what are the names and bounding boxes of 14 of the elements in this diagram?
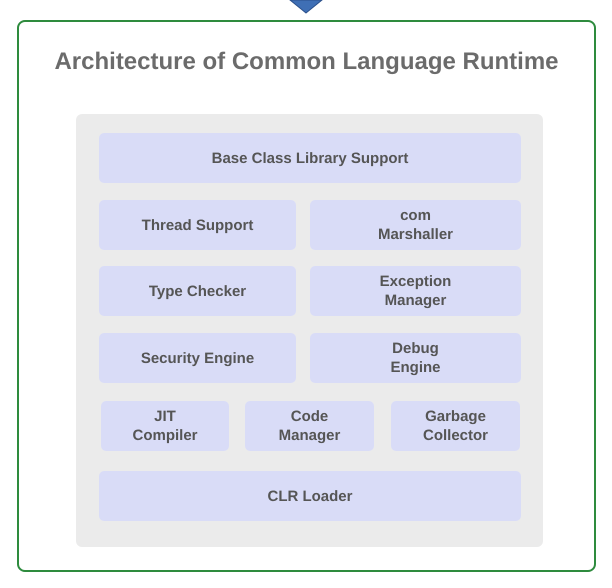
component-box: com Marshaller xyxy=(310,200,521,250)
diagram-title: Architecture of Common Language Runtime xyxy=(53,48,560,76)
component-box: Type Checker xyxy=(99,266,296,316)
component-box: Base Class Library Support xyxy=(99,133,521,183)
component-box: Garbage Collector xyxy=(391,401,520,451)
component-box: Exception Manager xyxy=(310,266,521,316)
component-box: Thread Support xyxy=(99,200,296,250)
component-box: Security Engine xyxy=(99,333,296,383)
card-background xyxy=(17,20,596,572)
component-box: Code Manager xyxy=(245,401,374,451)
component-box: JIT Compiler xyxy=(101,401,229,451)
component-box: CLR Loader xyxy=(99,471,521,521)
panel-background xyxy=(76,114,543,547)
component-box: Debug Engine xyxy=(310,333,521,383)
